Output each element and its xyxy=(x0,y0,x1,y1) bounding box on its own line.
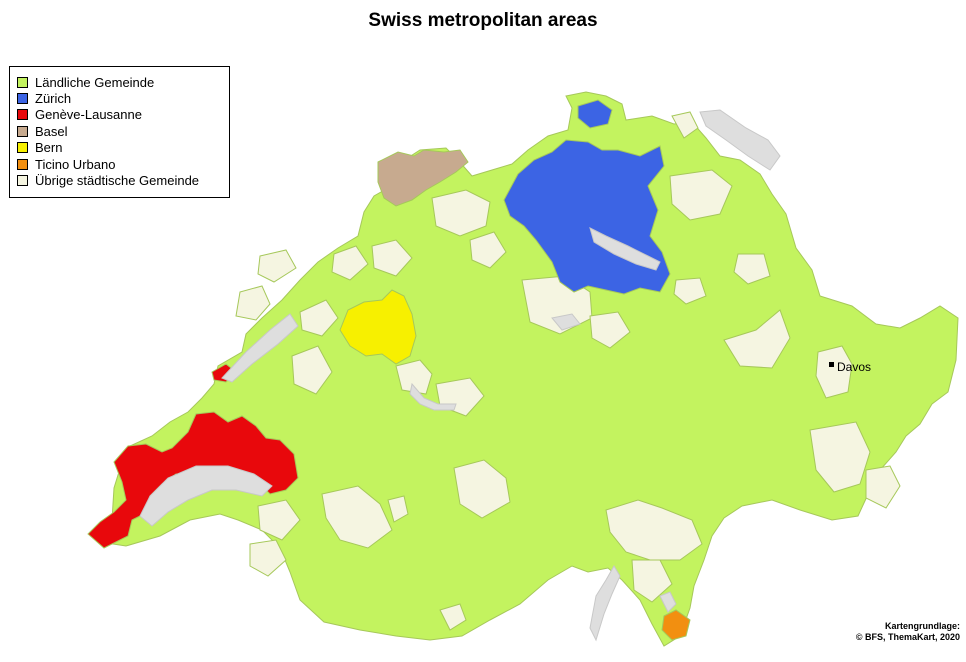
legend-label: Basel xyxy=(35,123,68,139)
legend-swatch xyxy=(17,76,28,88)
davos-marker xyxy=(829,362,834,367)
rural-area xyxy=(99,91,959,647)
legend-swatch xyxy=(17,93,28,105)
legend-label: Zürich xyxy=(35,91,72,107)
region-bern xyxy=(339,289,417,365)
davos-label: Davos xyxy=(837,360,871,374)
credit-line-1: Kartengrundlage: xyxy=(884,621,960,631)
legend-swatch xyxy=(17,142,28,154)
legend-item: Bern xyxy=(17,140,229,156)
legend-label: Genève-Lausanne xyxy=(35,107,142,123)
legend-item: Ticino Urbano xyxy=(17,156,229,172)
region-zurich xyxy=(503,99,671,295)
legend-item: Ländliche Gemeinde xyxy=(17,74,229,90)
legend-label: Ticino Urbano xyxy=(35,156,116,172)
legend-label: Ländliche Gemeinde xyxy=(35,74,155,90)
legend-item: Genève-Lausanne xyxy=(17,107,229,123)
legend-swatch xyxy=(17,109,28,121)
legend-swatch xyxy=(17,125,28,137)
legend-label: Übrige städtische Gemeinde xyxy=(35,173,200,189)
credit-line-2: © BFS, ThemaKart, 2020 xyxy=(855,632,960,642)
legend-item: Übrige städtische Gemeinde xyxy=(17,172,229,188)
legend-item: Basel xyxy=(17,123,229,139)
region-ticino-urbano xyxy=(661,609,691,641)
urban-municipalities xyxy=(235,111,901,631)
region-basel xyxy=(377,149,469,207)
map-credit: Kartengrundlage: © BFS, ThemaKart, 2020 xyxy=(856,621,960,643)
lakes xyxy=(139,109,781,642)
map-title: Swiss metropolitan areas xyxy=(368,10,598,31)
legend-item: Zürich xyxy=(17,90,229,106)
legend-label: Bern xyxy=(35,140,63,156)
legend-swatch xyxy=(17,158,28,170)
legend-swatch xyxy=(17,175,28,187)
